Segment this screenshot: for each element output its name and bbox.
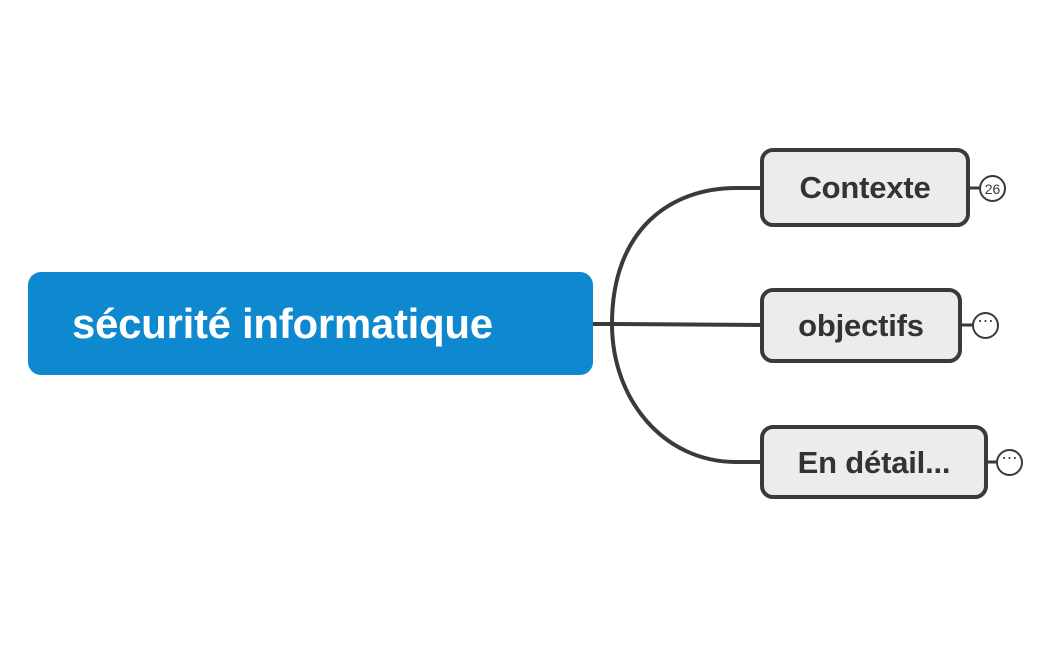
- child-node-objectifs[interactable]: objectifs: [760, 288, 962, 363]
- child-node-en-detail-label: En détail...: [797, 444, 951, 480]
- child-node-contexte-badge-label: 26: [984, 180, 1001, 197]
- child-node-en-detail[interactable]: En détail...: [760, 425, 988, 499]
- root-node[interactable]: sécurité informatique: [28, 272, 593, 375]
- child-node-objectifs-label: objectifs: [798, 308, 924, 343]
- edge-root-to-endetail: [610, 323, 762, 464]
- child-node-en-detail-badge-label: ⋯: [1001, 449, 1018, 467]
- edge-root-to-contexte: [610, 186, 762, 325]
- child-node-contexte-badge[interactable]: 26: [979, 175, 1006, 202]
- root-node-label: sécurité informatique: [72, 299, 493, 347]
- child-node-objectifs-badge-label: ⋯: [977, 312, 994, 330]
- child-node-contexte-label: Contexte: [799, 170, 931, 205]
- child-node-en-detail-badge[interactable]: ⋯: [996, 449, 1023, 476]
- child-node-objectifs-badge[interactable]: ⋯: [972, 312, 999, 339]
- edge-root-to-objectifs: [611, 322, 763, 327]
- child-node-contexte[interactable]: Contexte: [760, 148, 970, 227]
